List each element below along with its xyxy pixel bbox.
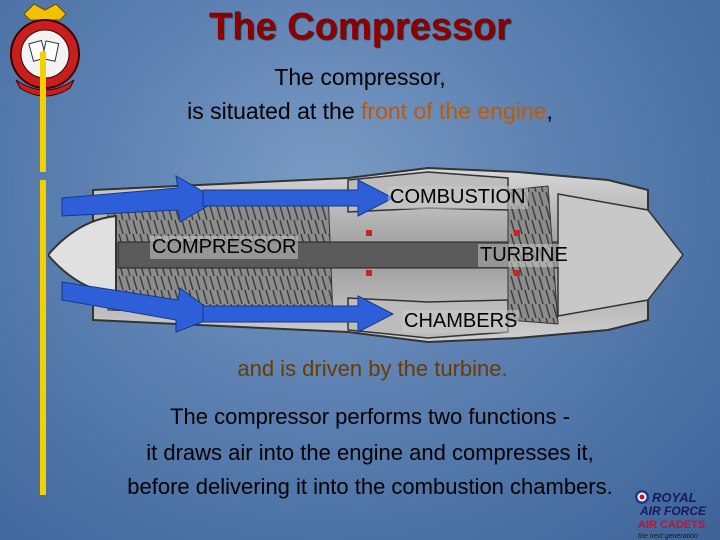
logo-line-4: the next generation <box>638 533 698 540</box>
label-combustion: COMBUSTION <box>388 186 528 209</box>
accent-bar-upper <box>40 52 46 172</box>
air-arrow-upper-mid <box>202 179 395 217</box>
air-arrow-lower <box>61 281 220 333</box>
slide-title: The Compressor <box>209 6 511 48</box>
intro-highlight: front of the engine <box>361 98 547 124</box>
air-arrow-upper <box>61 175 220 223</box>
logo-line-1: ROYAL <box>652 490 697 505</box>
exhaust-cone <box>557 193 684 317</box>
functions-line-2: it draws air into the engine and compres… <box>146 440 594 465</box>
functions-line-3: before delivering it into the combustion… <box>127 474 613 499</box>
intro-suffix: , <box>546 98 553 124</box>
raf-air-cadets-logo: ROYAL AIR FORCE AIR CADETS the next gene… <box>635 490 707 540</box>
intro-line-2: is situated at the front of the engine, <box>0 98 720 125</box>
functions-line-1: The compressor performs two functions - <box>170 404 570 429</box>
logo-line-3: AIR CADETS <box>638 519 705 531</box>
nose-cone <box>48 214 117 296</box>
label-compressor: COMPRESSOR <box>150 236 299 259</box>
label-turbine: TURBINE <box>478 244 570 267</box>
intro-prefix: is situated at the <box>187 98 362 124</box>
air-arrow-lower-mid <box>202 295 395 333</box>
driven-by-turbine-text: and is driven by the turbine. <box>237 356 508 381</box>
intro-line-1: The compressor, <box>274 64 446 90</box>
accent-bar-lower <box>40 180 46 495</box>
jet-engine-diagram <box>48 166 684 344</box>
label-chambers: CHAMBERS <box>402 310 520 333</box>
logo-line-2: AIR FORCE <box>639 504 707 518</box>
